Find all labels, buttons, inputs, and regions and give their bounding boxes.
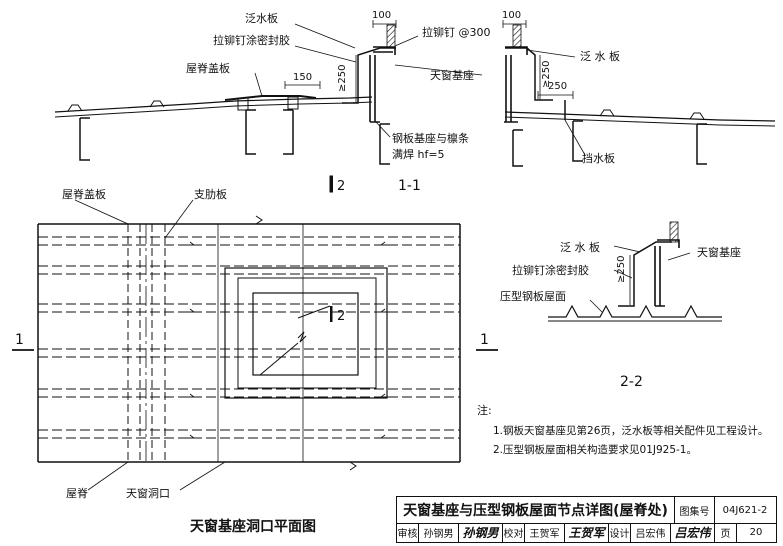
- skylight-base-right: [504, 55, 518, 123]
- skylight-base-left: [369, 55, 380, 123]
- purlin: [283, 109, 294, 155]
- review-label: 审核: [397, 523, 419, 542]
- label-steel-base-weld: 钢板基座与檩条: [392, 131, 469, 145]
- dim-150: [284, 81, 321, 89]
- label-skylight-base-1: 天窗基座: [430, 68, 474, 82]
- plan-label-ridge: 屋脊: [66, 486, 88, 500]
- labels: 100 100 150 ≥250 ≥250 250 泛水板 拉铆钉涂密封胶 屋脊…: [15, 10, 768, 535]
- hatched-wall: [512, 24, 522, 48]
- dim-250-right-label: ≥250: [541, 61, 552, 88]
- plan-mark-1: 1: [15, 332, 24, 348]
- label-flashing-left: 泛水板: [245, 11, 278, 25]
- dim-250-h-label: 250: [548, 81, 567, 92]
- plan-label-support-rib: 支肋板: [194, 187, 227, 201]
- page-label: 页: [715, 523, 737, 542]
- notes-heading: 注:: [477, 403, 492, 417]
- section-2-2: [476, 221, 722, 351]
- plan-mark-2: 2: [337, 309, 345, 324]
- designer-signature: 吕宏伟: [671, 523, 715, 542]
- flashing-right: [505, 47, 553, 101]
- dim-250-h: [537, 91, 574, 99]
- section-mark-2-top: 2: [337, 179, 345, 194]
- plan-view: [12, 199, 461, 491]
- dim-250-left-label: ≥250: [337, 65, 348, 92]
- label-flashing-right: 泛 水 板: [580, 49, 620, 63]
- designer-name: 吕宏伟: [631, 523, 671, 542]
- flashing-left: [342, 47, 396, 104]
- purlin: [512, 129, 523, 167]
- skylight-base-2: [654, 246, 665, 307]
- skylight-opening: [252, 292, 359, 376]
- title-block: 天窗基座与压型钢板屋面节点详图(屋脊处) 图集号 04J621-2 审核 孙钢男…: [396, 496, 777, 543]
- checker-name: 王贺军: [525, 523, 565, 542]
- atlas-label: 图集号: [675, 497, 715, 523]
- steel-roof-panel: [548, 304, 722, 318]
- purlin: [79, 117, 90, 161]
- plan-title: 天窗基座洞口平面图: [190, 518, 316, 535]
- purlin: [245, 109, 256, 155]
- purlin: [379, 123, 390, 165]
- page-number: 20: [749, 527, 763, 538]
- label-ridge-cover: 屋脊盖板: [186, 61, 230, 75]
- hatched-wall: [386, 24, 396, 48]
- label-water-stop: 挡水板: [582, 151, 615, 165]
- dim-100-left: [372, 20, 397, 28]
- s22-mark-1: 1: [480, 332, 489, 348]
- s22-label-rivet-sealant: 拉铆钉涂密封胶: [512, 263, 589, 277]
- check-label: 校对: [503, 523, 525, 542]
- roof-panel-right: [504, 111, 776, 122]
- dim-100-right: [502, 20, 527, 28]
- purlin: [696, 123, 707, 165]
- s22-label-steel-roof: 压型钢板屋面: [500, 289, 566, 303]
- section-1-1-title: 1-1: [398, 178, 421, 194]
- reviewer-signature: 孙钢男: [459, 523, 503, 542]
- plan-label-ridge-cover: 屋脊盖板: [62, 187, 106, 201]
- atlas-number: 04J621-2: [722, 504, 768, 516]
- checker-signature: 王贺军: [565, 523, 609, 542]
- dim-100-left-label: 100: [372, 10, 391, 21]
- plan-label-opening: 天窗洞口: [126, 486, 170, 500]
- dim-150-label: 150: [293, 72, 312, 83]
- note-2: 2.压型钢板屋面相关构造要求见01J925-1。: [493, 443, 697, 456]
- section-1-1: [54, 20, 776, 193]
- section-2-2-title: 2-2: [620, 374, 643, 390]
- label-rivet-300: 拉铆钉 @300: [422, 25, 491, 39]
- s22-dim-250: ≥250: [616, 256, 627, 283]
- reviewer-name: 孙钢男: [419, 523, 459, 542]
- skylight-base-frame: [224, 267, 388, 399]
- label-rivet-sealant: 拉铆钉涂密封胶: [213, 33, 290, 47]
- s22-label-flashing: 泛 水 板: [560, 240, 600, 254]
- s22-label-skylight-base: 天窗基座: [697, 245, 741, 259]
- note-1: 1.钢板天窗基座见第26页，泛水板等相关配件见工程设计。: [493, 424, 768, 437]
- label-weld-hf: 满焊 hf=5: [392, 147, 445, 161]
- design-label: 设计: [609, 523, 631, 542]
- drawing-title: 天窗基座与压型钢板屋面节点详图(屋脊处): [397, 497, 675, 523]
- flashing-2: [618, 241, 672, 307]
- dim-100-right-label: 100: [502, 10, 521, 21]
- roof-panel-left: [54, 96, 373, 113]
- section-mark-2-bar: [329, 175, 333, 193]
